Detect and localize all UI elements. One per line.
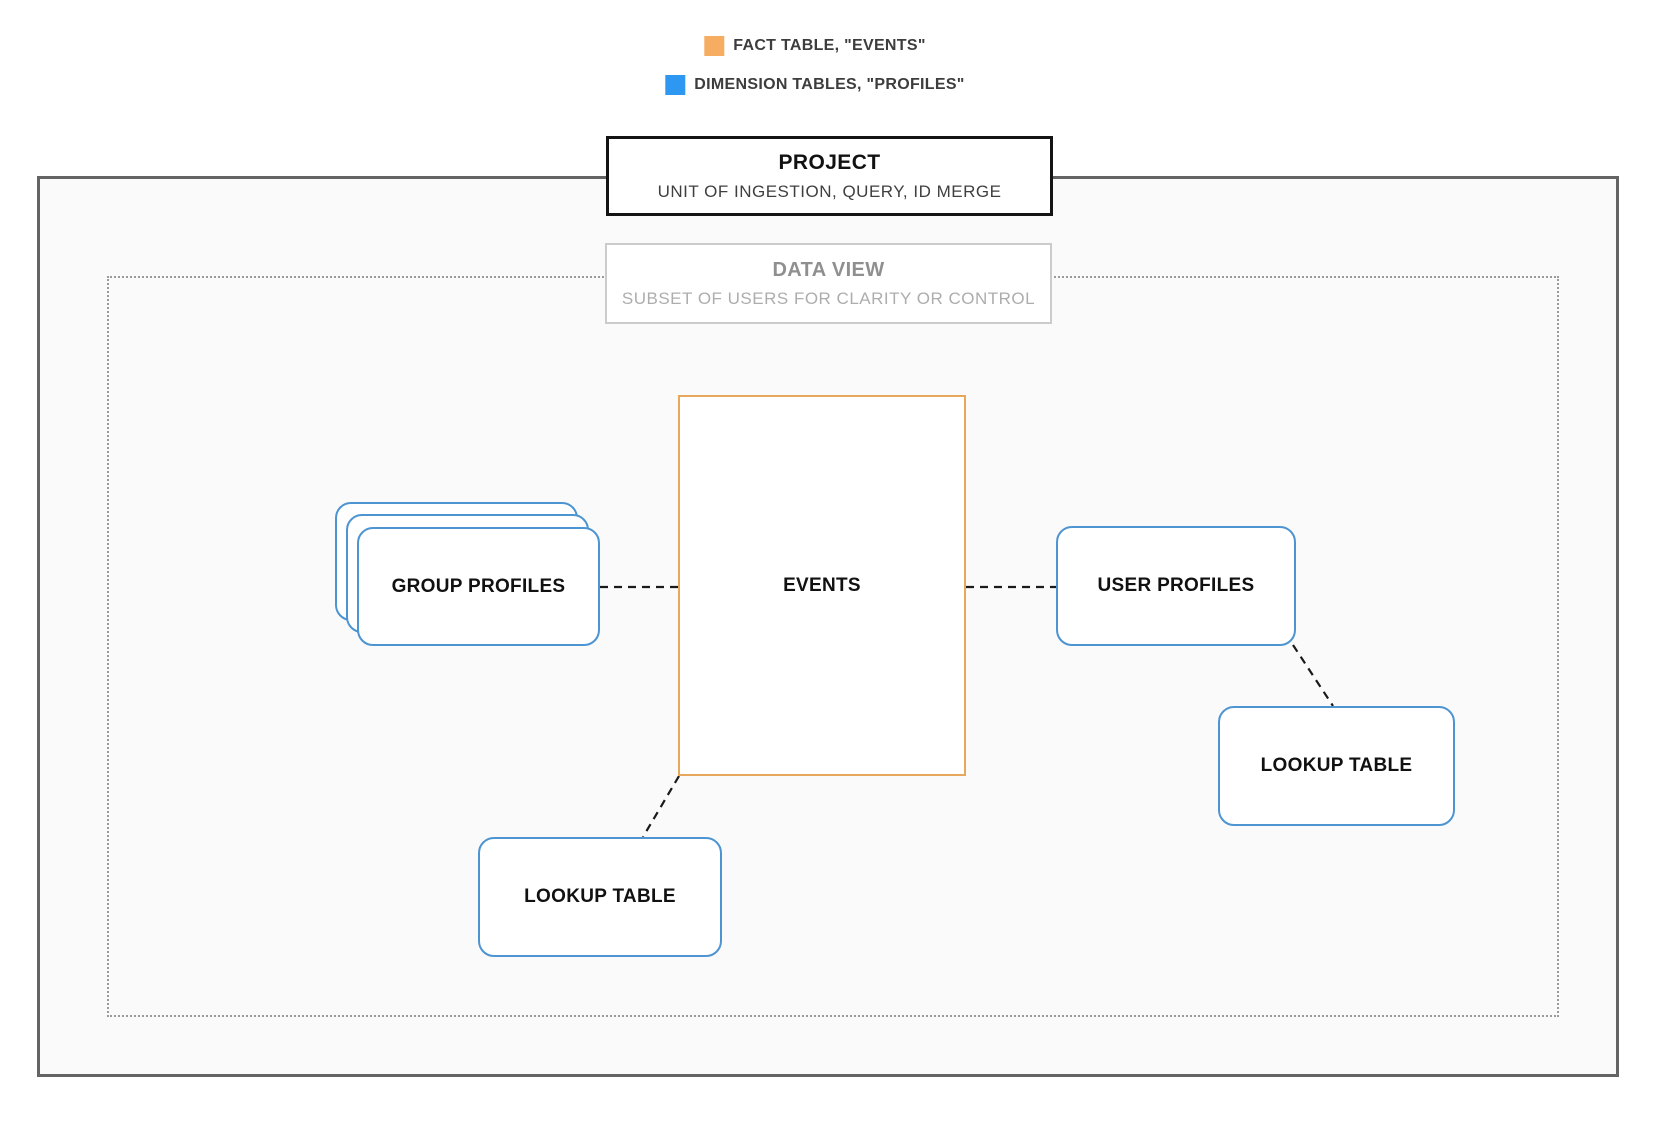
legend-label-fact-table: FACT TABLE, "EVENTS": [733, 37, 926, 54]
project-label-box: PROJECT UNIT OF INGESTION, QUERY, ID MER…: [606, 136, 1053, 216]
lookup-table-right-label: LOOKUP TABLE: [1260, 755, 1413, 776]
data-view-label-box: DATA VIEW SUBSET OF USERS FOR CLARITY OR…: [605, 243, 1052, 324]
legend-item-dimension-tables: DIMENSION TABLES, "PROFILES": [665, 75, 964, 95]
project-subtitle: UNIT OF INGESTION, QUERY, ID MERGE: [657, 181, 1002, 201]
lookup-table-right-node: LOOKUP TABLE: [1218, 706, 1455, 826]
fact-table-swatch-icon: [704, 36, 725, 56]
data-view-title: DATA VIEW: [772, 259, 885, 281]
lookup-table-left-label: LOOKUP TABLE: [524, 886, 676, 907]
events-node: EVENTS: [678, 395, 966, 776]
legend: FACT TABLE, "EVENTS" DIMENSION TABLES, "…: [665, 36, 964, 95]
lookup-table-left-node: LOOKUP TABLE: [478, 837, 722, 957]
project-title: PROJECT: [778, 150, 881, 174]
group-profiles-label: GROUP PROFILES: [391, 575, 566, 597]
legend-item-fact-table: FACT TABLE, "EVENTS": [704, 36, 925, 56]
dimension-tables-swatch-icon: [665, 75, 686, 95]
user-profiles-label: USER PROFILES: [1097, 575, 1255, 596]
group-profiles-card-front: GROUP PROFILES: [357, 527, 600, 646]
data-view-subtitle: SUBSET OF USERS FOR CLARITY OR CONTROL: [621, 289, 1036, 308]
user-profiles-node: USER PROFILES: [1056, 526, 1296, 646]
legend-label-dimension-tables: DIMENSION TABLES, "PROFILES": [694, 76, 965, 93]
group-profiles-node: GROUP PROFILES: [335, 502, 600, 646]
events-label: EVENTS: [783, 574, 861, 596]
